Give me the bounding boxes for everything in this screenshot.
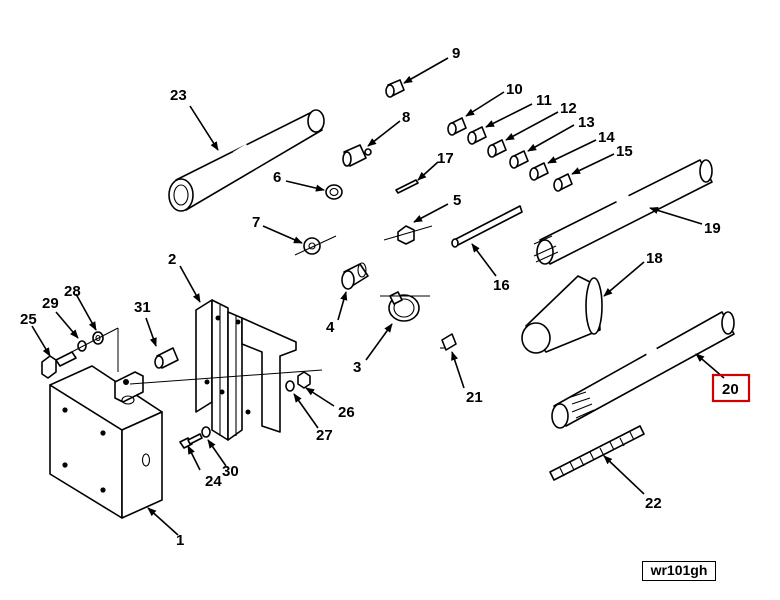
- callout-6: 6: [273, 169, 281, 186]
- callout-7: 7: [252, 214, 260, 231]
- callout-31: 31: [134, 299, 151, 316]
- part-19-shaft: [533, 159, 713, 265]
- callout-1: 1: [176, 532, 184, 549]
- part-24-screw: [179, 433, 203, 449]
- callout-24: 24: [205, 473, 222, 490]
- callout-10: 10: [506, 81, 523, 98]
- part-4-fitting: [341, 262, 369, 290]
- callout-27: 27: [316, 427, 333, 444]
- callout-12: 12: [560, 100, 577, 117]
- leader-arrows: [31, 57, 725, 536]
- part-20-shaft: [551, 311, 735, 429]
- part-8-fitting: [342, 144, 372, 167]
- part-30-washer: [201, 426, 211, 438]
- part-3-clamp: [388, 291, 420, 322]
- part-29-lock-washer: [77, 340, 87, 352]
- callout-2: 2: [168, 251, 176, 268]
- callout-30: 30: [222, 463, 239, 480]
- part-1-housing-box: [49, 365, 163, 519]
- callout-26: 26: [338, 404, 355, 421]
- part-7-washer: [303, 237, 321, 255]
- part-6-ring: [325, 184, 343, 200]
- part-2-bracket: [195, 299, 297, 441]
- callout-5: 5: [453, 192, 461, 209]
- part-22-threaded-rod: [549, 425, 645, 481]
- parts-10-15-fittings: [447, 117, 573, 192]
- callout-23: 23: [170, 87, 187, 104]
- callout-25: 25: [20, 311, 37, 328]
- callout-17: 17: [437, 150, 454, 167]
- part-9-fitting: [385, 79, 405, 98]
- callout-labels: 1 2 3 4 5 6 7 8 9 10 11 12 13 14 15 16 1…: [20, 45, 739, 549]
- callout-9: 9: [452, 45, 460, 62]
- callout-20-highlight: [711, 373, 751, 403]
- part-16-rod: [451, 205, 523, 248]
- callout-20: 20: [722, 381, 739, 398]
- callout-14: 14: [598, 129, 615, 146]
- callout-3: 3: [353, 359, 361, 376]
- callout-8: 8: [402, 109, 410, 126]
- callout-19: 19: [704, 220, 721, 237]
- part-17-pin: [395, 179, 419, 194]
- part-25-bolt: [41, 351, 77, 379]
- part-26-nut: [297, 371, 311, 389]
- callout-22: 22: [645, 495, 662, 512]
- callout-16: 16: [493, 277, 510, 294]
- callout-21: 21: [466, 389, 483, 406]
- figure-reference-label: wr101gh: [642, 561, 716, 581]
- part-18-cone: [521, 275, 603, 354]
- callout-29: 29: [42, 295, 59, 312]
- callout-15: 15: [616, 143, 633, 160]
- callout-11: 11: [536, 92, 552, 109]
- callout-28: 28: [64, 283, 81, 300]
- part-5-nut: [397, 225, 415, 245]
- part-31-spacer: [154, 347, 179, 369]
- callout-13: 13: [578, 114, 595, 131]
- part-23-tube: [168, 109, 325, 212]
- callout-18: 18: [646, 250, 663, 267]
- part-21-fitting: [440, 333, 457, 351]
- part-27-lock-washer: [285, 380, 295, 392]
- callout-4: 4: [326, 319, 335, 336]
